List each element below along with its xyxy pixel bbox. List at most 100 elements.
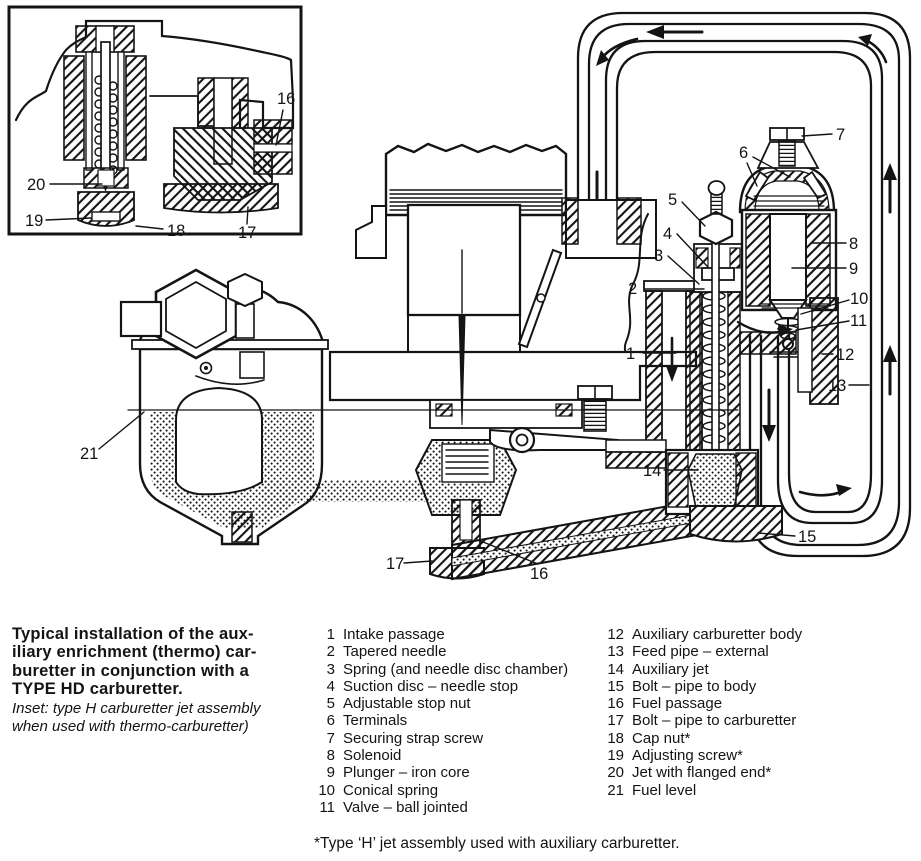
legend-item-number: 5 [326,695,335,713]
footnote: *Type ‘H’ jet assembly used with auxilia… [314,835,680,852]
legend-item-label: Intake passage [343,626,445,643]
caption-inset-note: Inset: type H carburetter jet assembly [12,699,261,717]
legend-item: 3 Spring (and needle disc chamber) [311,661,599,678]
inset-housing [14,19,295,130]
svg-text:16: 16 [530,565,548,583]
legend-item: 5 Adjustable stop nut [311,695,599,712]
legend-item-label: Feed pipe – external [632,643,769,661]
callout-21: 21 [80,411,145,463]
inset-callout-17: 17 [238,206,256,242]
legend-item-label: Auxiliary carburetter body [632,626,803,643]
aux-body [809,297,839,405]
legend-item-label: Valve – ball jointed [343,798,468,816]
callout-8: 8 [811,235,858,253]
legend-item-number: 13 [607,643,624,661]
inset-callout-19: 19 [25,212,92,230]
legend-item-label: Securing strap screw [343,729,484,747]
engine-block [355,142,657,363]
legend-item: 19 Adjusting screw* [600,747,920,764]
inlet-stub [119,300,163,338]
stop-nut [698,210,734,246]
legend-item-label: Tapered needle [343,643,447,661]
figure-caption: Typical installation of the aux- iliary … [12,625,312,736]
legend-item-number: 19 [607,747,624,765]
main-jet-assembly [262,414,759,581]
legend-item-label: Plunger – iron core [343,764,470,782]
throttle-linkage [489,385,619,454]
legend-item-label: Spring (and needle disc chamber) [343,660,569,678]
legend-item: 12 Auxiliary carburetter body [600,626,920,643]
legend-item-number: 15 [607,677,624,695]
legend-item-label: Fuel level [632,781,697,799]
legend-item-number: 21 [607,781,624,799]
inset-callout-16: 16 [275,90,295,146]
legend-item-number: 11 [319,798,335,816]
legend-item-label: Cap nut* [632,729,691,747]
inset-callout-20: 20 [27,176,103,194]
legend-item-number: 18 [607,729,624,747]
callout-14: 14 [643,462,699,480]
callout-16: 16 [477,539,548,583]
main-callouts: 1 2 3 4 5 6 7 8 9 10 11 12 13 14 15 16 1… [80,126,870,583]
inset-diagram: 16 17 18 19 20 [7,5,303,242]
callout-11: 11 [795,312,867,331]
bolt-15 [689,505,783,543]
legend-item-label: Jet with flanged end* [632,764,772,782]
legend-item-number: 16 [607,695,624,713]
svg-text:6: 6 [739,144,748,162]
legend-item-number: 8 [326,747,335,765]
legend-item: 9 Plunger – iron core [311,764,599,781]
caption-line: TYPE HD carburetter. [12,680,183,699]
legend-item-number: 9 [326,764,335,782]
svg-text:4: 4 [663,225,672,243]
callout-10: 10 [800,290,868,315]
callout-15: 15 [757,528,816,546]
legend-item-number: 10 [318,781,335,799]
legend-item: 20 Jet with flanged end* [600,764,920,781]
svg-text:17: 17 [238,224,256,242]
legend-item-number: 3 [326,660,335,678]
svg-text:9: 9 [849,260,858,278]
caption-line: buretter in conjunction with a [12,661,249,680]
legend-item-label: Fuel passage [632,695,723,713]
legend-item: 16 Fuel passage [600,695,920,712]
legend-item: 21 Fuel level [600,782,920,799]
legend-item: 18 Cap nut* [600,730,920,747]
callout-6: 6 [739,144,791,187]
float [175,386,263,496]
svg-text:11: 11 [850,312,867,330]
legend-item-number: 4 [326,677,335,695]
callout-3: 3 [654,247,700,285]
legend-item-number: 20 [607,764,624,782]
svg-text:14: 14 [643,462,661,480]
inset-callouts: 16 17 18 19 20 [25,90,295,242]
auxiliary-carburetter [605,127,839,543]
svg-text:17: 17 [386,555,404,573]
callout-4: 4 [663,225,708,267]
svg-text:5: 5 [668,191,677,209]
parts-legend-column-2: 12 Auxiliary carburetter body 13 Feed pipe… [600,626,920,799]
legend-item-label: Adjustable stop nut [343,695,471,713]
legend-item-label: Terminals [343,712,408,730]
caption-line: Typical installation of the aux- [12,625,254,643]
legend-item-label: Adjusting screw* [632,747,743,765]
legend-item-number: 12 [607,626,624,643]
callout-1: 1 [626,345,677,363]
tapered-needle [458,314,466,426]
legend-item-label: Bolt – pipe to carburetter [632,712,797,730]
callout-9: 9 [791,260,858,278]
inset-bolt-assembly [163,77,293,214]
legend-item-number: 7 [326,729,335,747]
external-feed-pipe [576,11,912,558]
caption-inset-note: when used with thermo-carburetter) [12,718,249,736]
